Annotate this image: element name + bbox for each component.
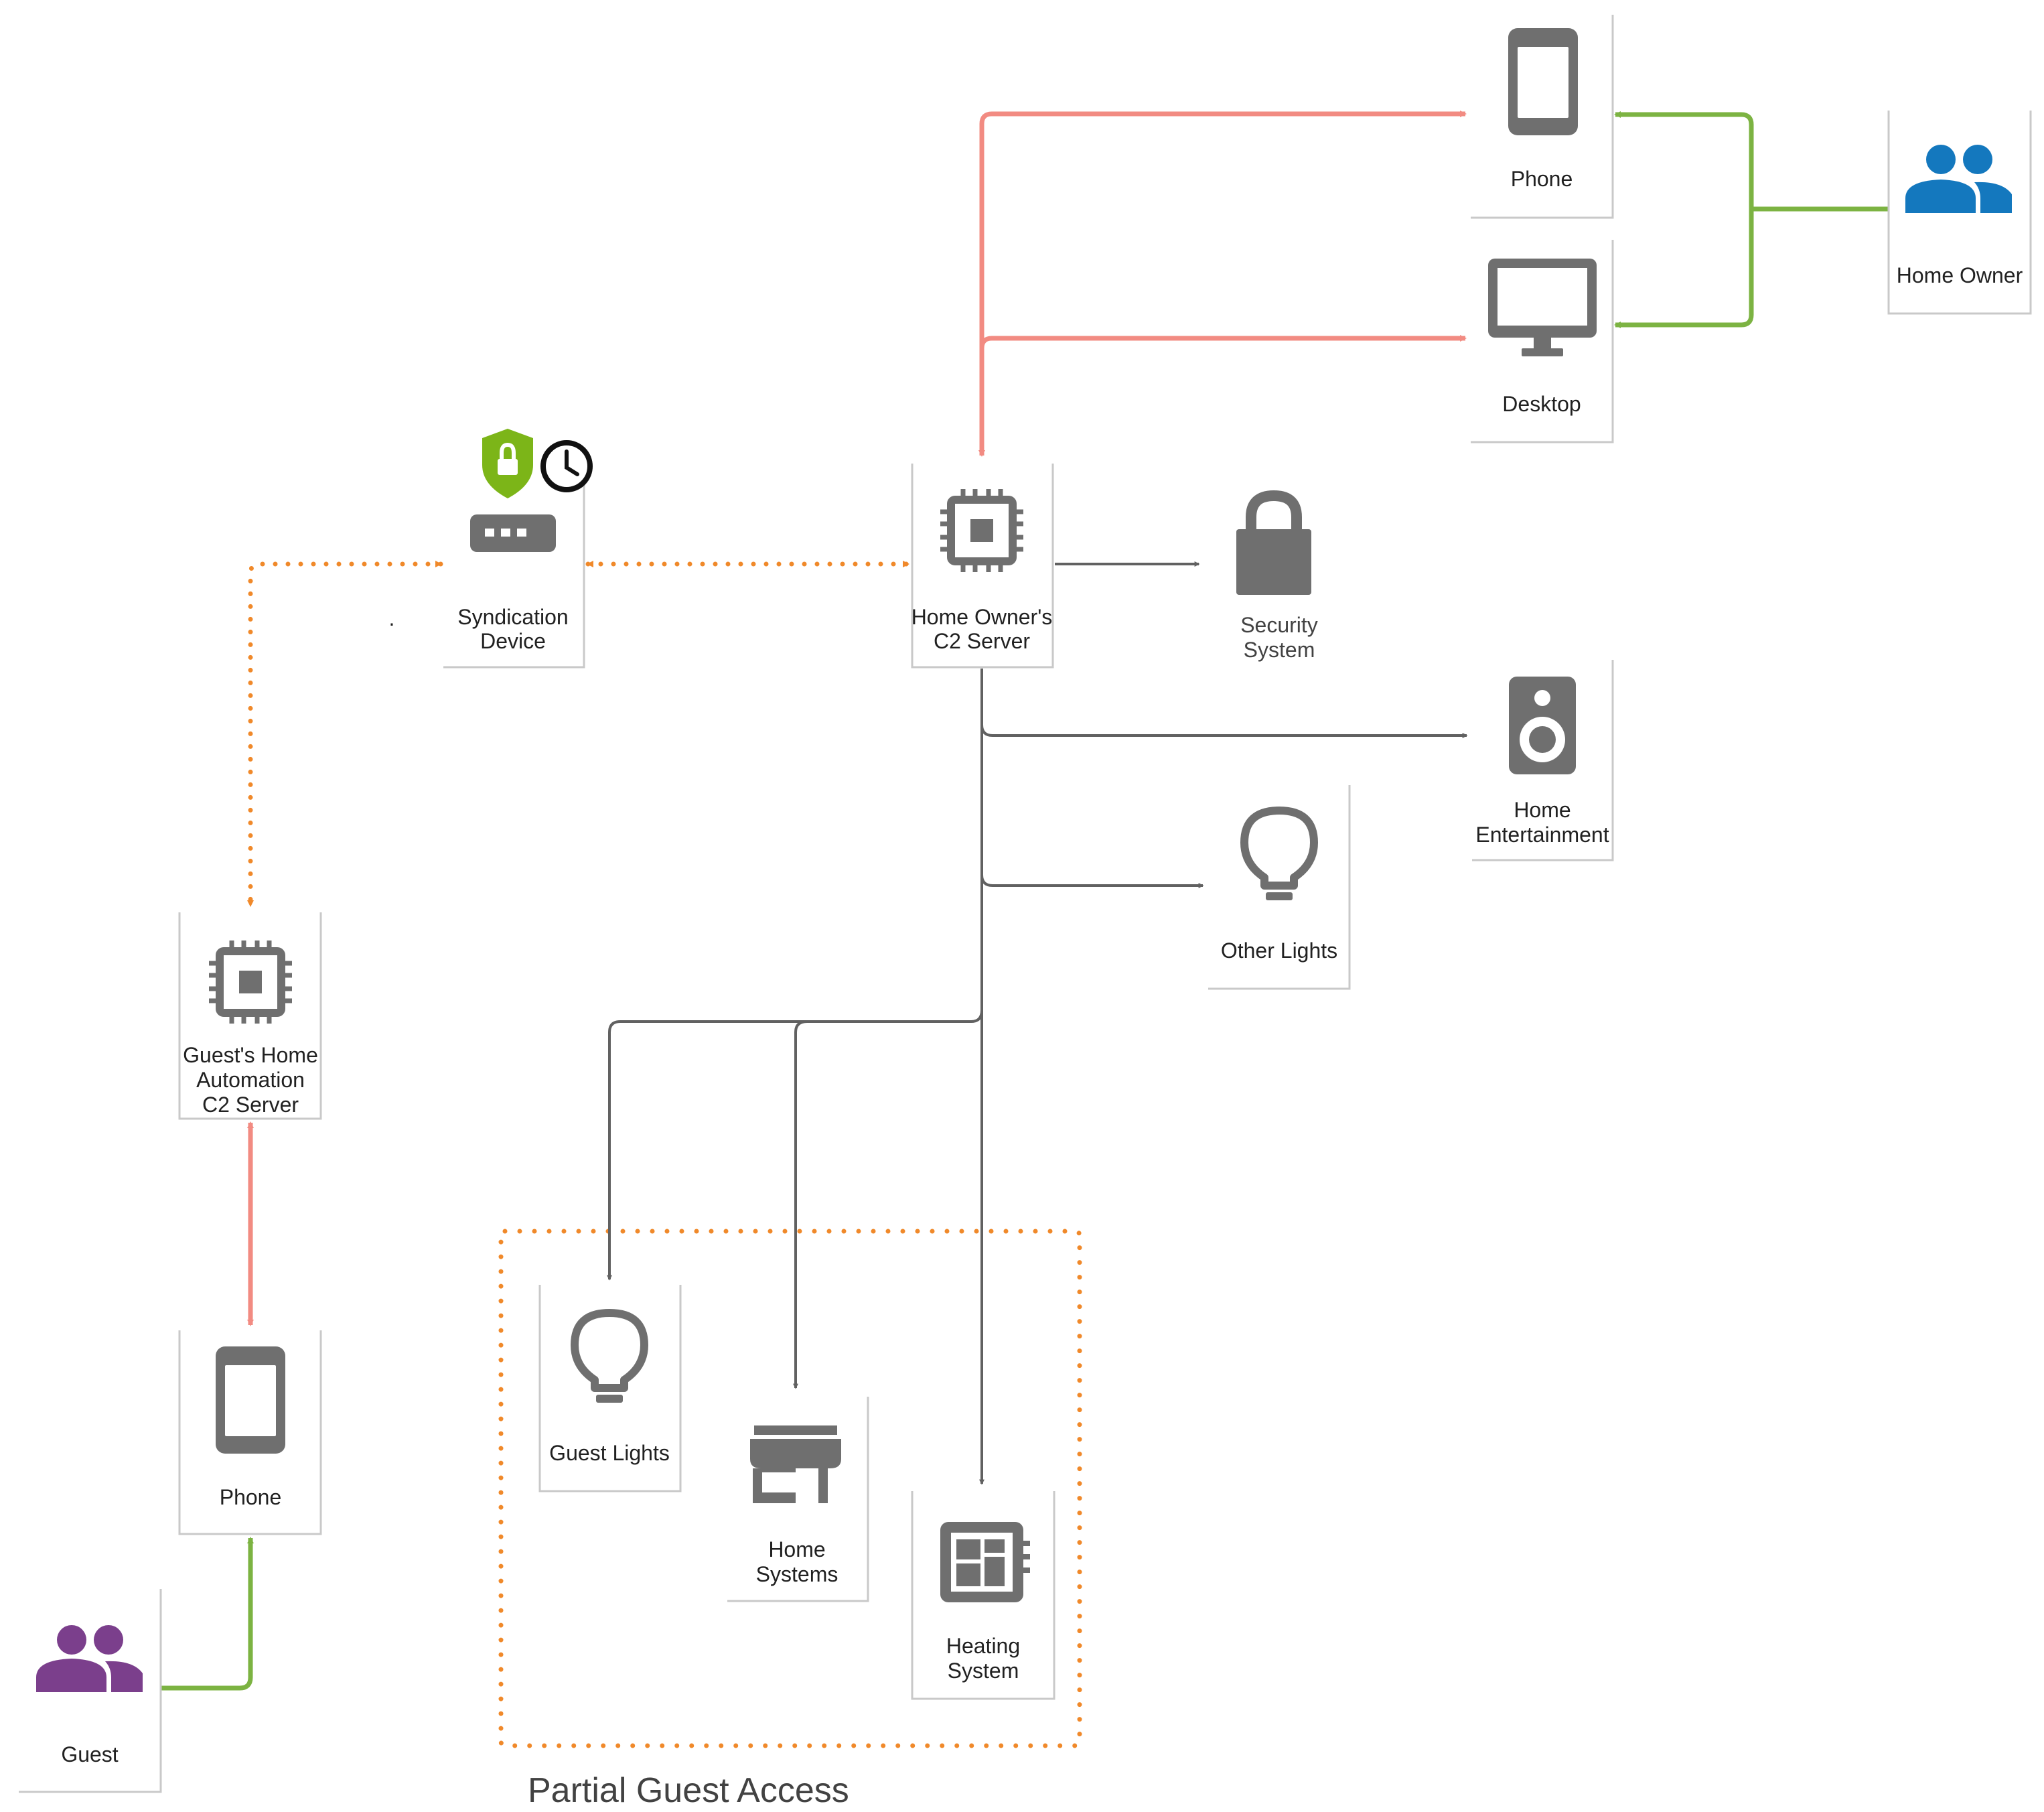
- card-frame: [911, 1491, 1055, 1700]
- stray-mark: .: [389, 606, 395, 630]
- node-security-system[interactable]: Security System: [1236, 490, 1318, 662]
- card-frame: [911, 464, 1054, 669]
- lock-icon: [1236, 490, 1311, 595]
- card-frame: [1471, 240, 1614, 443]
- connector-c2-to-guest-lights: [607, 1009, 983, 1281]
- node-home-entertainment[interactable]: Home Entertainment: [1472, 660, 1614, 861]
- card-frame: [727, 1397, 869, 1602]
- node-label: Home Owner: [1897, 263, 2023, 287]
- bulb-icon: [571, 1309, 648, 1403]
- phone-icon: [1508, 28, 1578, 135]
- node-label: Guest: [61, 1742, 118, 1766]
- chip-icon: [209, 940, 292, 1024]
- node-label-line-1: Syndication: [457, 605, 568, 629]
- speaker-icon: [1509, 677, 1576, 774]
- shield-lock-icon: [482, 429, 533, 498]
- node-owner-desktop[interactable]: Desktop: [1471, 240, 1614, 443]
- card-frame: [1887, 111, 2032, 315]
- node-home-owner-c2-server[interactable]: Home Owner's C2 Server: [911, 464, 1054, 669]
- phone-icon: [216, 1346, 285, 1454]
- node-label-line-1: Home Owner's: [911, 605, 1053, 629]
- connector-c2-to-owner-desktop: [979, 335, 1467, 349]
- node-label-line-2: Systems: [756, 1562, 838, 1586]
- connector-owner-to-desktop: [1614, 209, 1754, 328]
- connector-syndication-to-guest-c2: [247, 561, 443, 908]
- desktop-icon: [1488, 259, 1597, 356]
- connector-c2-to-other-lights: [980, 874, 1204, 888]
- router-icon: [470, 514, 556, 552]
- node-label: Phone: [220, 1485, 282, 1509]
- node-label-line-2: System: [948, 1659, 1019, 1683]
- node-label-line-2: Device: [480, 629, 546, 653]
- node-label: Guest Lights: [549, 1441, 670, 1465]
- node-guest-c2-server[interactable]: Guest's Home Automation C2 Server: [178, 912, 322, 1120]
- card-frame: [1471, 15, 1614, 219]
- node-label-line-1: Home: [768, 1537, 825, 1561]
- store-icon: [750, 1425, 841, 1503]
- card-frame: [443, 464, 585, 669]
- node-home-owner[interactable]: Home Owner: [1887, 111, 2032, 315]
- node-label-line-1: Guest's Home: [183, 1043, 318, 1067]
- card-frame: [1208, 785, 1351, 990]
- card-frame: [1472, 660, 1614, 861]
- node-other-lights[interactable]: Other Lights: [1208, 785, 1351, 990]
- partial-guest-access-caption: Partial Guest Access: [528, 1771, 849, 1810]
- node-label-line-1: Heating: [946, 1634, 1020, 1658]
- card-frame: [178, 912, 322, 1120]
- node-syndication-device[interactable]: Syndication Device: [443, 429, 593, 669]
- node-label-line-2: C2 Server: [934, 629, 1030, 653]
- card-frame: [538, 1285, 682, 1492]
- node-owner-phone[interactable]: Phone: [1471, 15, 1614, 219]
- node-label: Other Lights: [1221, 938, 1337, 963]
- card-frame: [178, 1330, 322, 1535]
- connector-c2-to-home-systems: [793, 1020, 808, 1389]
- node-guest-lights[interactable]: Guest Lights: [538, 1285, 682, 1492]
- node-home-systems[interactable]: Home Systems: [727, 1397, 869, 1602]
- node-heating-system[interactable]: Heating System: [911, 1491, 1055, 1700]
- node-label-line-2: System: [1244, 638, 1315, 662]
- card-frame: [19, 1589, 162, 1793]
- dashboard-icon: [940, 1522, 1030, 1602]
- people-icon: [1905, 145, 2012, 213]
- connector-c2-to-entertainment: [980, 724, 1468, 738]
- node-label-line-2: Automation: [196, 1068, 305, 1092]
- bulb-icon: [1240, 807, 1318, 900]
- connector-guest-to-guest-phone: [161, 1537, 254, 1691]
- node-label-line-1: Security: [1240, 613, 1318, 637]
- people-icon: [36, 1625, 143, 1692]
- node-label: Phone: [1511, 167, 1573, 191]
- clock-icon: [540, 440, 593, 492]
- node-label-line-2: Entertainment: [1475, 823, 1609, 847]
- connector-owner-to-phone: [1614, 111, 1754, 209]
- node-label-line-3: C2 Server: [202, 1093, 299, 1117]
- node-label-line-1: Home: [1514, 798, 1571, 822]
- node-guest[interactable]: Guest: [19, 1589, 162, 1793]
- node-label: Desktop: [1502, 392, 1581, 416]
- chip-icon: [940, 489, 1023, 572]
- connector-c2-to-owner-phone: [978, 111, 1467, 457]
- node-guest-phone[interactable]: Phone: [178, 1330, 322, 1535]
